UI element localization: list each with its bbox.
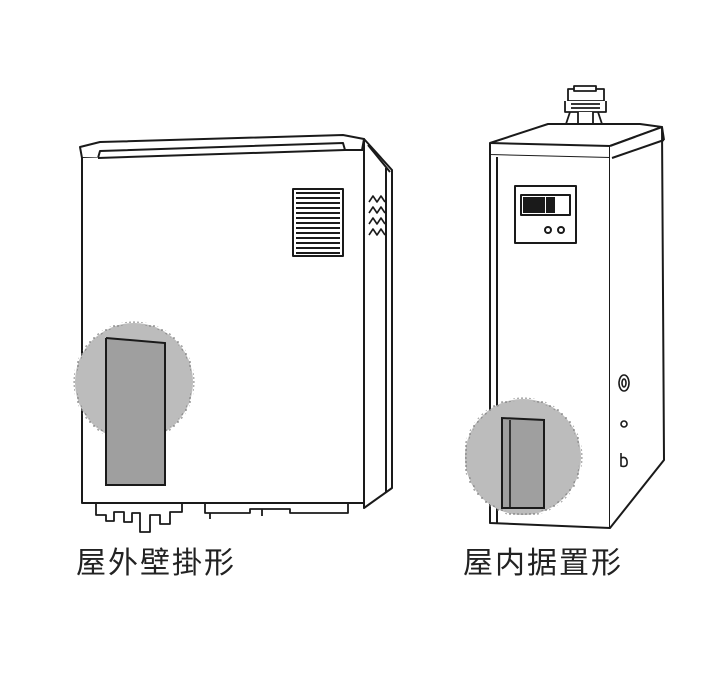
remote-control-panel-icon <box>514 185 577 244</box>
highlight-circle-indoor <box>463 397 583 517</box>
side-connectors <box>618 374 630 468</box>
pipe-connector-icon <box>95 503 349 533</box>
caption-indoor-floor-standing: 屋内据置形 <box>463 546 623 581</box>
caption-outdoor-wall-mounted: 屋外壁掛形 <box>76 546 236 581</box>
louver-vent-icon <box>292 188 344 257</box>
highlight-circle-outdoor <box>73 321 195 486</box>
side-marks <box>368 195 386 236</box>
